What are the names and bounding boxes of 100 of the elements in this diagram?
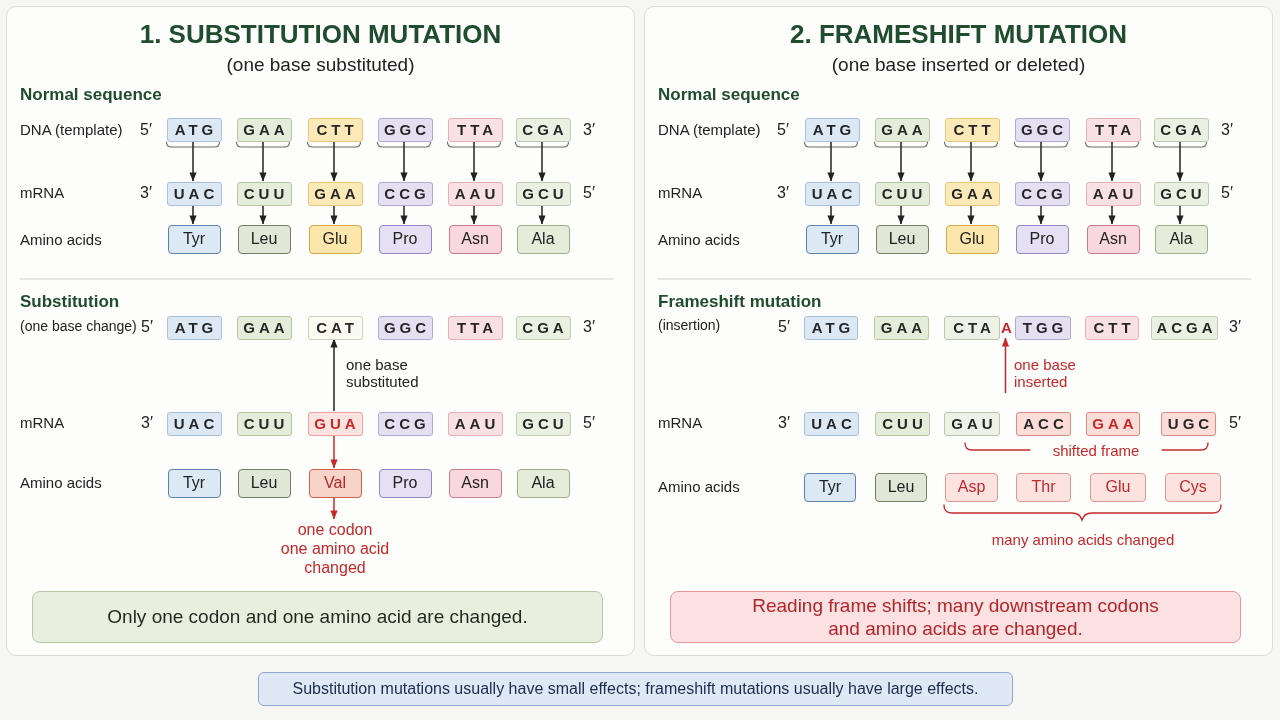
amino-acid-tag: Pro [378, 469, 432, 498]
amino-acid-tag: Asp [945, 473, 998, 502]
amino-acid-tag: Leu [875, 473, 927, 502]
dna-codon: GGC [377, 118, 433, 142]
dna-codon: GAA [236, 118, 292, 142]
amino-acid-tag: Asn [448, 225, 502, 254]
arrow [967, 204, 975, 225]
arrow [1108, 204, 1116, 225]
mrna-codon: CUU [874, 182, 930, 206]
mrna-codon: GAA [307, 182, 363, 206]
amino-acid-tag: Asn [448, 469, 502, 498]
panel-card [644, 6, 1273, 656]
conclusion-banner: Substitution mutations usually have small effects; frameshift mutations usually have large effects. [258, 672, 1013, 706]
arrow [1037, 204, 1045, 225]
mrna-codon: CCG [377, 182, 433, 206]
amino-acid-tag: Pro [378, 225, 432, 254]
section-heading: Frameshift mutation [658, 292, 822, 312]
dna-codon: CTT [1085, 316, 1139, 340]
arrow [400, 140, 408, 182]
mrna-codon: GCU [1153, 182, 1209, 206]
arrow [538, 140, 546, 182]
mrna-codon: UAC [166, 182, 222, 206]
arrow [189, 204, 197, 225]
arrow [330, 338, 338, 412]
mrna-codon: CUU [875, 412, 930, 436]
row-label: DNA (template) [658, 121, 761, 139]
bracket-label: many amino acids changed [991, 531, 1175, 549]
strand-end-label: 5′ [141, 317, 153, 337]
amino-acid-tag: Leu [237, 469, 291, 498]
dna-codon: TTA [447, 316, 503, 340]
panel-subtitle: (one base substituted) [226, 54, 415, 76]
row-label: mRNA [658, 414, 703, 432]
mrna-codon: GAU [944, 412, 1000, 436]
mrna-codon: UAC [804, 182, 860, 206]
dna-codon: CTT [307, 118, 363, 142]
amino-acid-tag: Leu [875, 225, 929, 254]
mrna-codon: CUU [236, 182, 292, 206]
amino-acid-tag: Glu [1090, 473, 1146, 502]
section-subheading: (one base change) [20, 317, 137, 335]
mrna-codon: GCU [515, 412, 571, 436]
panel-title: 2. FRAMESHIFT MUTATION [790, 20, 1127, 50]
dna-codon: CAT [307, 316, 363, 340]
dna-codon: GAA [874, 316, 929, 340]
mrna-codon: UAC [166, 412, 222, 436]
mrna-codon: GAA [1086, 412, 1140, 436]
mrna-codon: CCG [1014, 182, 1070, 206]
panel-card [6, 6, 635, 656]
dna-codon: ACGA [1151, 316, 1218, 340]
mrna-codon: AAU [447, 412, 503, 436]
section-heading: Normal sequence [20, 85, 162, 105]
row-label: mRNA [20, 414, 65, 432]
bracket-label: shifted frame [1052, 442, 1140, 460]
arrow [259, 204, 267, 225]
amino-acid-tag: Ala [516, 225, 570, 254]
strand-end-label: 5′ [778, 317, 790, 337]
strand-end-label: 3′ [1221, 120, 1233, 140]
strand-end-label: 3′ [777, 183, 789, 203]
amino-acid-tag: Cys [1165, 473, 1221, 502]
dna-codon: CGA [515, 118, 571, 142]
summary-banner: Reading frame shifts; many downstream codons and amino acids are changed. [670, 591, 1241, 643]
arrow [827, 140, 835, 182]
arrow [967, 140, 975, 182]
arrow [1176, 140, 1184, 182]
row-label: Amino acids [20, 474, 102, 492]
dna-codon: CTT [944, 118, 1000, 142]
strand-end-label: 3′ [778, 413, 790, 433]
amino-acid-tag: Glu [945, 225, 999, 254]
dna-codon: GGC [1014, 118, 1070, 142]
amino-acid-tag: Val [308, 469, 362, 498]
arrow-label: one base inserted [1014, 356, 1076, 390]
dna-codon: TTA [1085, 118, 1141, 142]
arrow [400, 204, 408, 225]
mrna-codon: UGC [1161, 412, 1216, 436]
dna-codon: CTA [944, 316, 1000, 340]
arrow [330, 496, 338, 520]
row-label: Amino acids [658, 231, 740, 249]
dna-codon: CGA [515, 316, 571, 340]
change-note: one codon one amino acid changed [279, 520, 391, 577]
amino-acid-tag: Tyr [167, 225, 221, 254]
dna-codon: GAA [874, 118, 930, 142]
arrow [1108, 140, 1116, 182]
row-label: mRNA [658, 184, 703, 202]
mrna-codon: UAC [804, 412, 859, 436]
arrow [189, 140, 197, 182]
amino-acid-tag: Tyr [804, 473, 856, 502]
strand-end-label: 5′ [140, 120, 152, 140]
dna-codon: ATG [804, 118, 860, 142]
arrow [538, 204, 546, 225]
amino-acid-tag: Tyr [805, 225, 859, 254]
strand-end-label: 3′ [583, 120, 595, 140]
row-label: DNA (template) [20, 121, 123, 139]
mrna-codon: CCG [377, 412, 433, 436]
amino-acid-tag: Thr [1016, 473, 1071, 502]
arrow [897, 204, 905, 225]
arrow [330, 140, 338, 182]
amino-acid-tag: Ala [516, 469, 570, 498]
row-label: mRNA [20, 184, 65, 202]
summary-banner: Only one codon and one amino acid are changed. [32, 591, 603, 643]
row-label: Amino acids [20, 231, 102, 249]
dna-codon: TGG [1015, 316, 1071, 340]
